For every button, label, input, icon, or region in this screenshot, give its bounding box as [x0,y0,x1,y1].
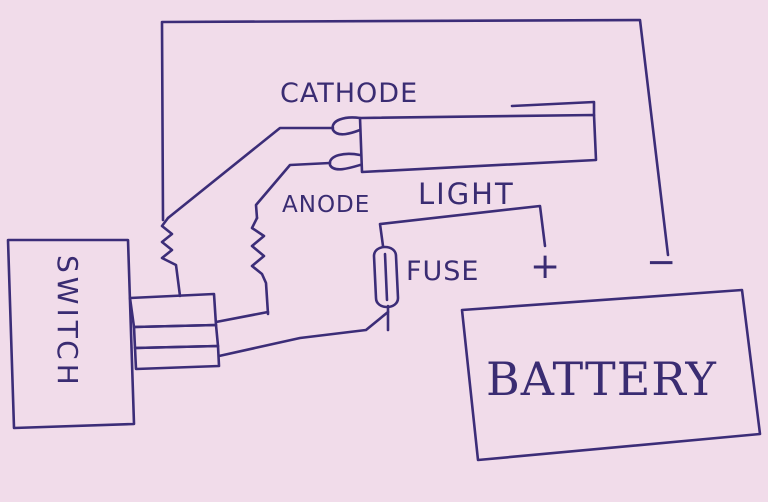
switch-to-fuse-wire [217,310,390,358]
switch-terminal-3 [133,344,221,371]
fuse-lead-top [378,204,547,248]
positive-terminal-label: + [530,246,560,287]
light-body [358,113,598,174]
fuse-body [372,245,400,309]
negative-terminal-label: − [646,242,676,283]
cathode-label: CATHODE [280,78,418,109]
cathode-wire [166,126,335,220]
light-label: LIGHT [418,177,515,211]
switch-label: SWITCH [51,255,84,389]
top-return-wire [160,18,670,257]
right-resistor [250,216,270,316]
fuse-label: FUSE [406,256,480,287]
battery-box [460,288,762,462]
switch-to-anode-resistor-wire [214,310,270,324]
switch-box [6,238,136,430]
anode-wire [254,161,332,220]
light-anode-lead [328,152,362,171]
light-top-edge [510,100,596,117]
left-resistor [160,216,182,298]
fuse-element [383,252,389,302]
light-cathode-lead [331,116,362,136]
anode-label: ANODE [282,192,370,218]
battery-label: BATTERY [486,352,717,406]
